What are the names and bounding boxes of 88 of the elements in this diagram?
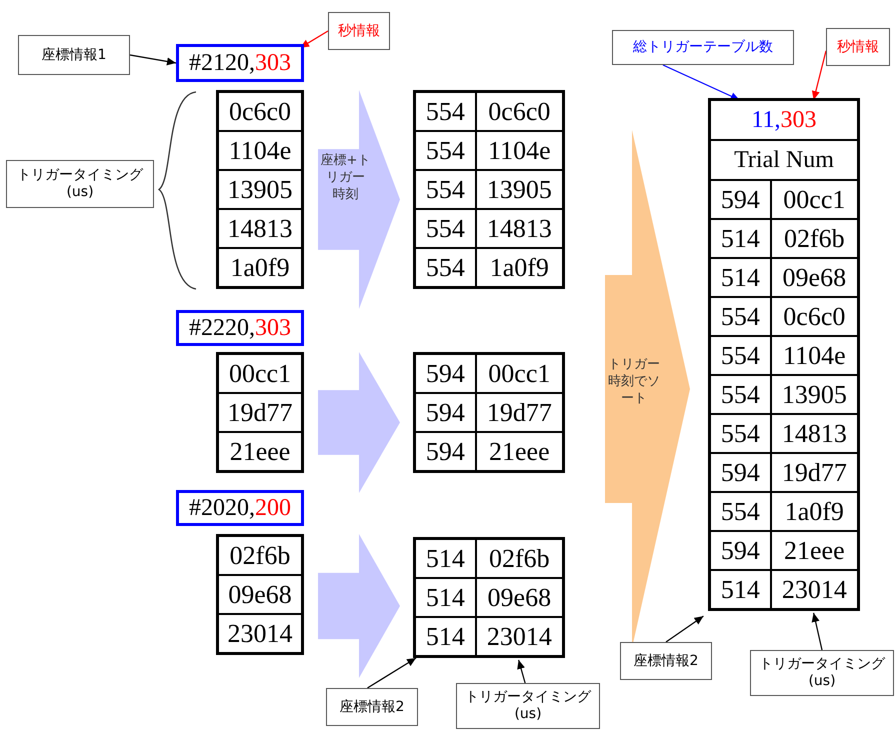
table-cell: 554 — [415, 209, 476, 248]
table-cell: 554 — [415, 131, 476, 170]
table-cell: 23014 — [218, 614, 302, 653]
leader-line — [812, 50, 827, 100]
table-cell: 554 — [710, 375, 771, 414]
table-cell: 0c6c0 — [770, 297, 858, 336]
table-cell: 02f6b — [218, 536, 302, 575]
table-cell: 554 — [710, 492, 771, 531]
table-cell: 21eee — [218, 432, 302, 471]
header-box: #2220,303 — [176, 310, 304, 346]
table-cell: 19d77 — [218, 393, 302, 432]
header-box: #2020,200 — [176, 490, 304, 526]
leader-line — [130, 54, 176, 66]
callout-box: 総トリガーテーブル数 — [612, 30, 794, 65]
table-cell: 594 — [415, 393, 476, 432]
table-cell: 09e68 — [770, 258, 858, 297]
flow-arrow — [318, 534, 400, 678]
table-cell: 11,303 — [710, 100, 858, 140]
callout-box: 座標情報2 — [326, 688, 418, 726]
table-cell: 554 — [415, 170, 476, 209]
data-table — [216, 90, 304, 289]
table-cell: 09e68 — [218, 575, 302, 614]
table-cell: 19d77 — [770, 453, 858, 492]
table-cell: 19d77 — [476, 393, 563, 432]
data-table — [413, 537, 565, 658]
table-cell: Trial Num — [710, 140, 858, 180]
table-cell: 13905 — [218, 170, 302, 209]
table-cell: 594 — [710, 453, 771, 492]
data-table — [708, 98, 860, 611]
table-cell: 00cc1 — [476, 354, 563, 393]
table-cell: 1a0f9 — [218, 248, 302, 287]
leader-line — [367, 657, 416, 689]
table-cell: 1104e — [770, 336, 858, 375]
flow-arrow — [318, 352, 400, 493]
table-cell: 554 — [710, 297, 771, 336]
leader-line — [812, 612, 823, 650]
table-cell: 514 — [415, 578, 476, 617]
leader-line — [662, 64, 740, 101]
table-cell: 1a0f9 — [476, 248, 563, 287]
table-cell: 0c6c0 — [476, 92, 563, 131]
table-cell: 554 — [710, 336, 771, 375]
table-cell: 514 — [710, 219, 771, 258]
table-cell: 13905 — [770, 375, 858, 414]
data-table — [216, 352, 304, 473]
table-cell: 594 — [415, 354, 476, 393]
table-cell: 1104e — [218, 131, 302, 170]
leader-line — [666, 616, 704, 642]
table-cell: 514 — [710, 570, 771, 609]
leader-line — [517, 660, 526, 684]
table-cell: 23014 — [476, 617, 563, 656]
table-cell: 0c6c0 — [218, 92, 302, 131]
callout-box: 秒情報 — [328, 12, 390, 50]
table-cell: 1104e — [476, 131, 563, 170]
table-cell: 14813 — [218, 209, 302, 248]
data-table — [216, 534, 304, 655]
data-table — [413, 352, 565, 473]
table-cell: 00cc1 — [218, 354, 302, 393]
table-cell: 23014 — [770, 570, 858, 609]
table-cell: 09e68 — [476, 578, 563, 617]
table-cell: 13905 — [476, 170, 563, 209]
table-cell: 594 — [415, 432, 476, 471]
table-cell: 02f6b — [770, 219, 858, 258]
table-cell: 514 — [415, 539, 476, 578]
table-cell: 14813 — [476, 209, 563, 248]
callout-box: 座標情報2 — [620, 642, 712, 680]
table-cell: 21eee — [476, 432, 563, 471]
callout-box: トリガータイミング (us) — [750, 650, 894, 696]
callout-box: トリガータイミング (us) — [6, 160, 154, 208]
table-cell: 1a0f9 — [770, 492, 858, 531]
table-cell: 554 — [415, 92, 476, 131]
table-cell: 594 — [710, 180, 771, 219]
table-cell: 00cc1 — [770, 180, 858, 219]
table-cell: 02f6b — [476, 539, 563, 578]
table-cell: 594 — [710, 531, 771, 570]
edge-label: 座標+トリガー時刻 — [320, 153, 371, 204]
table-cell: 21eee — [770, 531, 858, 570]
flow-arrow — [318, 90, 400, 309]
callout-box: トリガータイミング (us) — [456, 683, 600, 729]
table-cell: 554 — [710, 414, 771, 453]
table-cell: 14813 — [770, 414, 858, 453]
callout-box: 秒情報 — [826, 28, 890, 66]
table-cell: 514 — [415, 617, 476, 656]
table-cell: 554 — [415, 248, 476, 287]
data-table — [413, 90, 565, 289]
header-box: #2120,303 — [176, 44, 304, 82]
edge-label: トリガー時刻でソート — [607, 357, 661, 408]
table-cell: 514 — [710, 258, 771, 297]
callout-box: 座標情報1 — [18, 35, 130, 75]
